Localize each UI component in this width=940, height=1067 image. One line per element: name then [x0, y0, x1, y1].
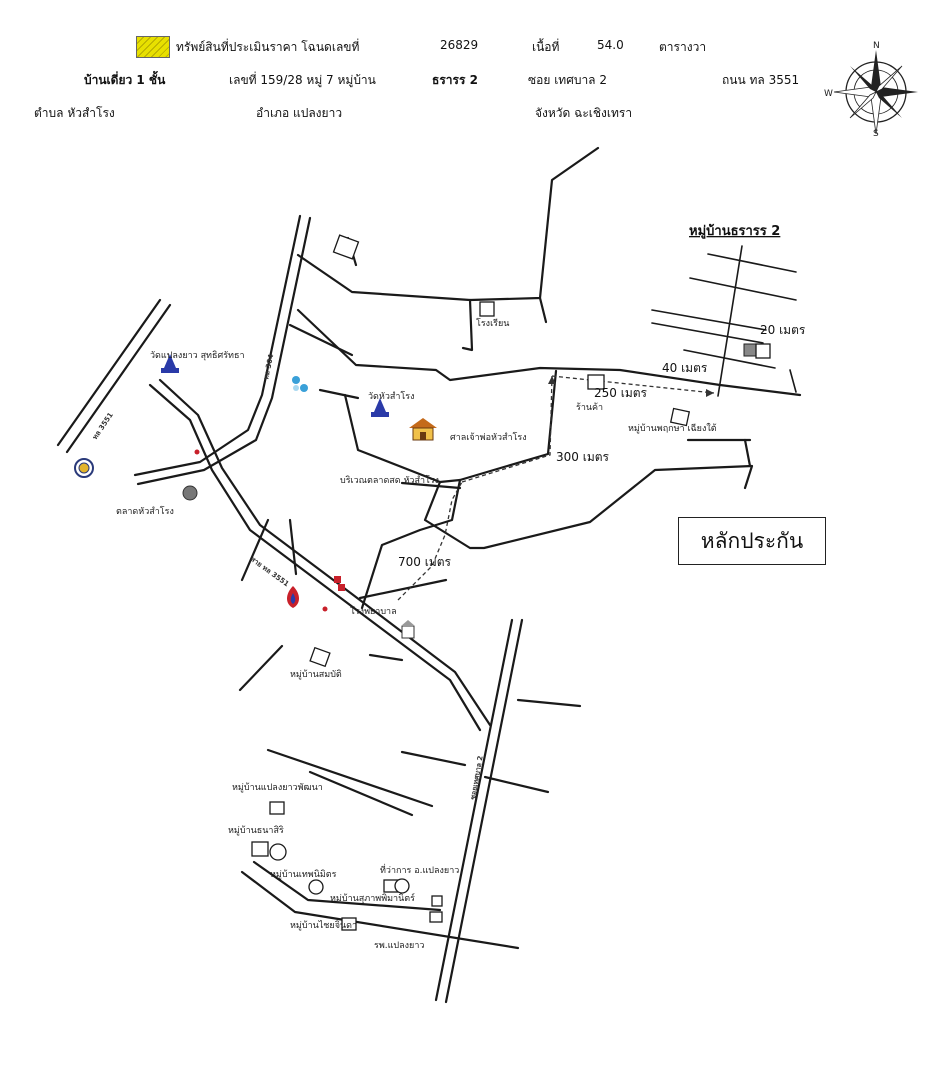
deed-number: 26829: [440, 38, 479, 52]
compass-north-label: N: [873, 41, 880, 51]
shop-building: [587, 374, 605, 390]
shrine-icon: [409, 418, 437, 441]
label-village-sombat: หมู่บ้านสมบัติ: [290, 669, 342, 680]
lower-roads: [238, 518, 582, 1004]
village-dhararr-roads: [651, 245, 797, 397]
label-temple: วัดหัวสำโรง: [368, 391, 415, 402]
bank-icon: [334, 576, 345, 591]
route-to-property: [397, 375, 715, 601]
province: จังหวัด ฉะเชิงเทรา: [535, 106, 633, 120]
village-name: ธรารร 2: [432, 73, 478, 87]
label-shrine: ศาลเจ้าพ่อหัวสำโรง: [450, 432, 527, 443]
distance-250m: 250 เมตร: [594, 386, 648, 400]
temple-icon: [161, 354, 179, 373]
distance-700m: 700 เมตร: [398, 555, 452, 569]
label-hospital: โรงพยาบาล: [350, 606, 397, 617]
temple-icon-2: [371, 398, 389, 417]
highway-left: [56, 298, 492, 732]
collateral-label: หลักประกัน: [700, 528, 804, 553]
road-name: ถนน ทล 3551: [722, 73, 800, 87]
building-top: [332, 234, 360, 260]
label-village-nakhon: หมู่บ้านเทพนิมิตร: [270, 869, 337, 880]
chai-building: [341, 917, 357, 931]
neighbor-building: [755, 343, 771, 359]
subject-property-swatch: [136, 36, 170, 58]
area-value: 54.0: [597, 38, 624, 52]
village-title: หมู่บ้านธรารร 2: [689, 223, 780, 239]
red-dot-1: [194, 449, 200, 455]
school-building: [479, 301, 495, 317]
hospital-icon: [292, 376, 308, 392]
road-label-304: ทล 304: [262, 353, 275, 380]
red-dot-2: [322, 606, 328, 612]
road-label-main: สาย ทล 3551: [249, 555, 291, 588]
gas-station-icon: [182, 485, 198, 501]
subject-property-marker: [743, 343, 757, 357]
block-b: [429, 911, 443, 923]
label-village-phu: หมู่บ้านพฤกษา เฉียงใต้: [628, 423, 717, 434]
house-number: เลขที่ 159/28 หมู่ 7 หมู่บ้าน: [229, 73, 376, 87]
label-village-phrai: หมู่บ้านสุภาพพิมานิตร์: [330, 892, 415, 904]
building-type: บ้านเดี่ยว 1 ชั้น: [84, 73, 166, 87]
label-market-area: บริเวณตลาดสด หัวสำโรง: [340, 475, 439, 486]
police-badge-icon: [74, 458, 94, 478]
sri-building: [251, 841, 269, 857]
school-icon: [401, 620, 415, 639]
label-police: รพ.แปลงยาว: [374, 941, 424, 951]
label-gas-station: ตลาดหัวสำโรง: [116, 506, 174, 517]
label-village-plaeng: หมู่บ้านแปลงยาวพัฒนา: [232, 782, 323, 793]
label-wat-top: วัดแปลงยาว สุทธิศรัทธา: [150, 350, 245, 361]
asset-text: ทรัพย์สินที่ประเมินราคา โฉนดเลขที่: [176, 40, 360, 54]
highway-304: [133, 214, 312, 486]
village-building: [669, 407, 691, 427]
compass-west-label: W: [824, 89, 833, 99]
compass-south-label: S: [873, 129, 879, 139]
phrai-circle: [394, 878, 410, 894]
block-a: [431, 895, 443, 907]
sombat-building: [309, 646, 331, 668]
label-district-office: ที่ว่าการ อ.แปลงยาว: [380, 863, 459, 876]
compass-rose-icon: [833, 50, 918, 135]
label-shop: ร้านค้า: [576, 402, 603, 413]
ptt-icon: [287, 586, 299, 608]
collateral-label-box: หลักประกัน: [678, 517, 826, 565]
area-label: เนื้อที่: [532, 40, 560, 54]
road-label-soi: ซอยเทศบาล 2: [469, 755, 485, 800]
soi-name: ซอย เทศบาล 2: [528, 73, 607, 87]
subdistrict: ตำบล หัวสำโรง: [34, 106, 115, 120]
upper-roads: [288, 146, 802, 610]
sri-circle: [269, 843, 287, 861]
label-village-chai: หมู่บ้านไชยจินดา: [290, 920, 357, 931]
district: อำเภอ แปลงยาว: [256, 106, 343, 120]
distance-300m: 300 เมตร: [556, 450, 610, 464]
plaeng-building: [269, 801, 285, 815]
distance-20m: 20 เมตร: [760, 323, 806, 337]
road-label-3551: ทล 3551: [91, 411, 115, 441]
label-school: โรงเรียน: [476, 318, 509, 329]
nakhon-circle: [308, 879, 324, 895]
area-unit: ตารางวา: [659, 40, 707, 54]
label-village-sri: หมู่บ้านธนาสิริ: [228, 825, 284, 836]
distance-40m: 40 เมตร: [662, 361, 708, 375]
